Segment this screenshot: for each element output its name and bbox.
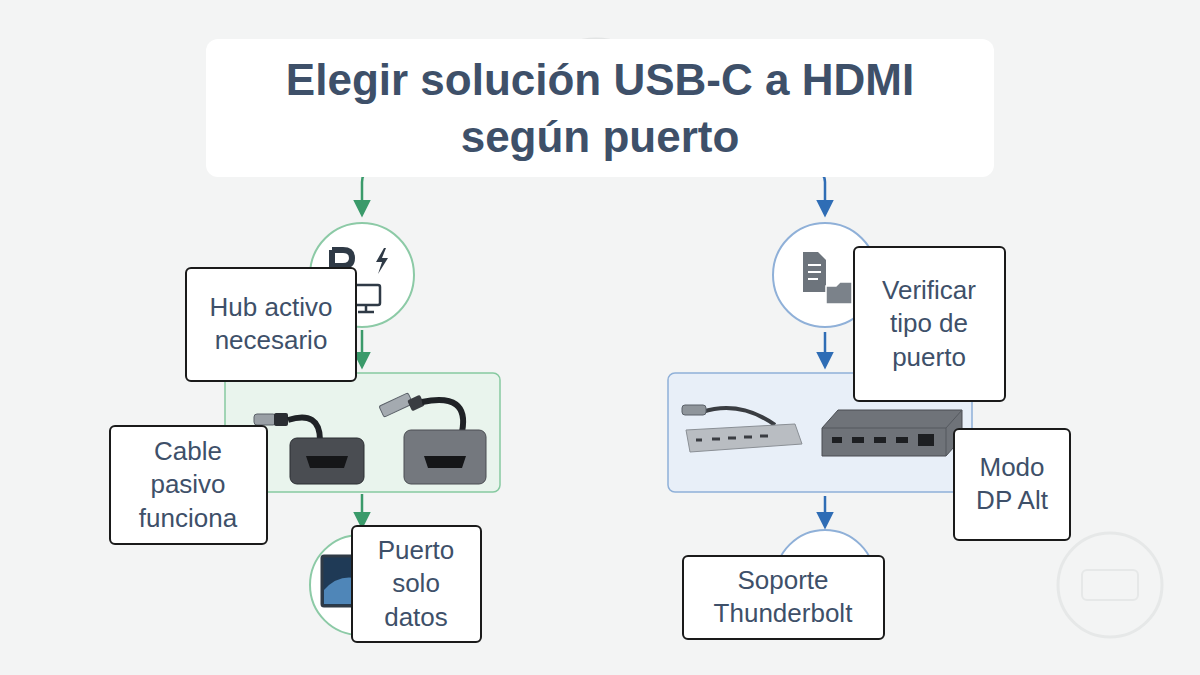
flow-arrow bbox=[824, 332, 827, 366]
dock-cable bbox=[702, 408, 775, 425]
ethernet-port bbox=[918, 434, 934, 446]
flow-arrow bbox=[361, 330, 364, 366]
dock-port bbox=[832, 437, 842, 443]
dock-edge bbox=[822, 410, 962, 456]
label-box: Puerto solo datos bbox=[351, 525, 482, 643]
text-holder: Modo DP Alt bbox=[964, 451, 1060, 517]
hub-body bbox=[686, 424, 802, 452]
hdmi-port bbox=[424, 456, 466, 468]
dock-port bbox=[874, 437, 886, 443]
label-text: Hub activo necesario bbox=[196, 291, 346, 357]
plug-housing bbox=[274, 413, 288, 426]
flow-arrow bbox=[824, 496, 827, 526]
adapter-cable bbox=[422, 400, 463, 432]
monitor-stand bbox=[358, 305, 374, 312]
adapter-body bbox=[404, 430, 486, 484]
label-box: Verificar tipo de puerto bbox=[853, 246, 1006, 402]
text-holder: Verificar tipo de puerto bbox=[864, 274, 995, 373]
title: Elegir solución USB-C a HDMI según puert… bbox=[220, 51, 980, 165]
text-holder: Puerto solo datos bbox=[362, 534, 471, 633]
label-box: Modo DP Alt bbox=[953, 428, 1071, 541]
dock-port bbox=[852, 437, 864, 443]
label-text: Puerto solo datos bbox=[362, 534, 471, 633]
title-box: Elegir solución USB-C a HDMI según puert… bbox=[206, 39, 994, 177]
label-box: Soporte Thunderbolt bbox=[682, 555, 885, 640]
adapter-body bbox=[290, 438, 364, 484]
label-box: Cable pasivo funciona bbox=[109, 425, 268, 545]
hub-ports bbox=[696, 436, 768, 440]
label-text: Soporte Thunderbolt bbox=[693, 564, 874, 630]
folder-icon bbox=[826, 282, 852, 304]
text-holder: Soporte Thunderbolt bbox=[693, 564, 874, 630]
label-text: Cable pasivo funciona bbox=[120, 435, 257, 534]
dock-port bbox=[896, 437, 908, 443]
usb-c-plug bbox=[254, 414, 276, 425]
hdmi-port bbox=[306, 456, 348, 468]
text-holder: Hub activo necesario bbox=[196, 291, 346, 357]
watermark-logo bbox=[1082, 570, 1138, 600]
usb-c-plug bbox=[682, 405, 706, 415]
label-text: Modo DP Alt bbox=[964, 451, 1060, 517]
adapter-cable bbox=[288, 418, 320, 441]
text-holder: Cable pasivo funciona bbox=[120, 435, 257, 534]
power-icon bbox=[376, 248, 388, 274]
label-box: Hub activo necesario bbox=[185, 267, 357, 382]
label-text: Verificar tipo de puerto bbox=[864, 274, 995, 373]
document-icon bbox=[803, 252, 826, 292]
watermark bbox=[1058, 533, 1162, 637]
flow-arrow bbox=[361, 494, 364, 526]
document-lines bbox=[808, 265, 821, 279]
usb-plug bbox=[379, 393, 413, 417]
dock-body bbox=[822, 410, 962, 456]
